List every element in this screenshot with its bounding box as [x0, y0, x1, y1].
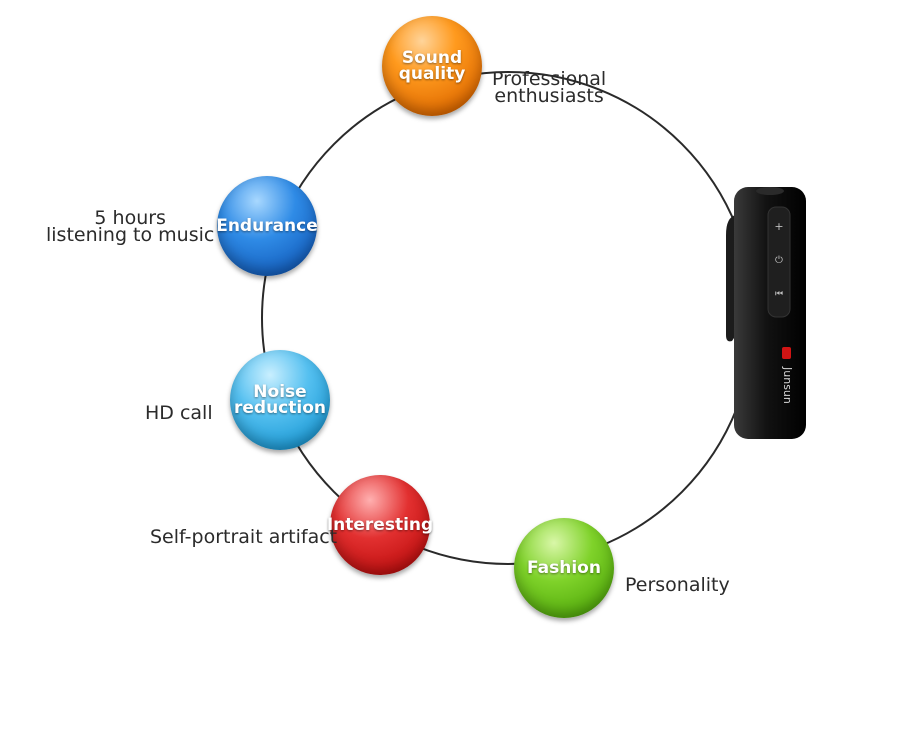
- interesting-caption: Self-portrait artifact: [150, 526, 338, 548]
- clip-shape: [726, 215, 736, 342]
- plus-icon: +: [774, 220, 783, 233]
- endurance-caption: 5 hours listening to music: [46, 207, 215, 246]
- interesting-bubble: Interesting: [327, 475, 433, 575]
- fashion-bubble: Fashion: [514, 518, 614, 618]
- sound-quality-bubble: Sound quality: [382, 16, 482, 116]
- brand-text: Junsun: [781, 366, 794, 404]
- noise-reduction-caption: HD call: [145, 402, 213, 424]
- endurance-bubble: Endurance: [216, 176, 318, 276]
- bluetooth-receiver-image: + ⏻ ⏮ Junsun: [726, 187, 806, 439]
- previous-icon: ⏮: [775, 289, 783, 299]
- fashion-caption: Personality: [625, 574, 730, 596]
- sound-quality-caption: Professional enthusiasts: [492, 68, 607, 107]
- logo-mark-icon: [782, 347, 791, 359]
- noise-reduction-bubble: Noise reduction: [230, 350, 330, 450]
- power-icon: ⏻: [775, 255, 783, 266]
- connector-ring: [261, 71, 755, 565]
